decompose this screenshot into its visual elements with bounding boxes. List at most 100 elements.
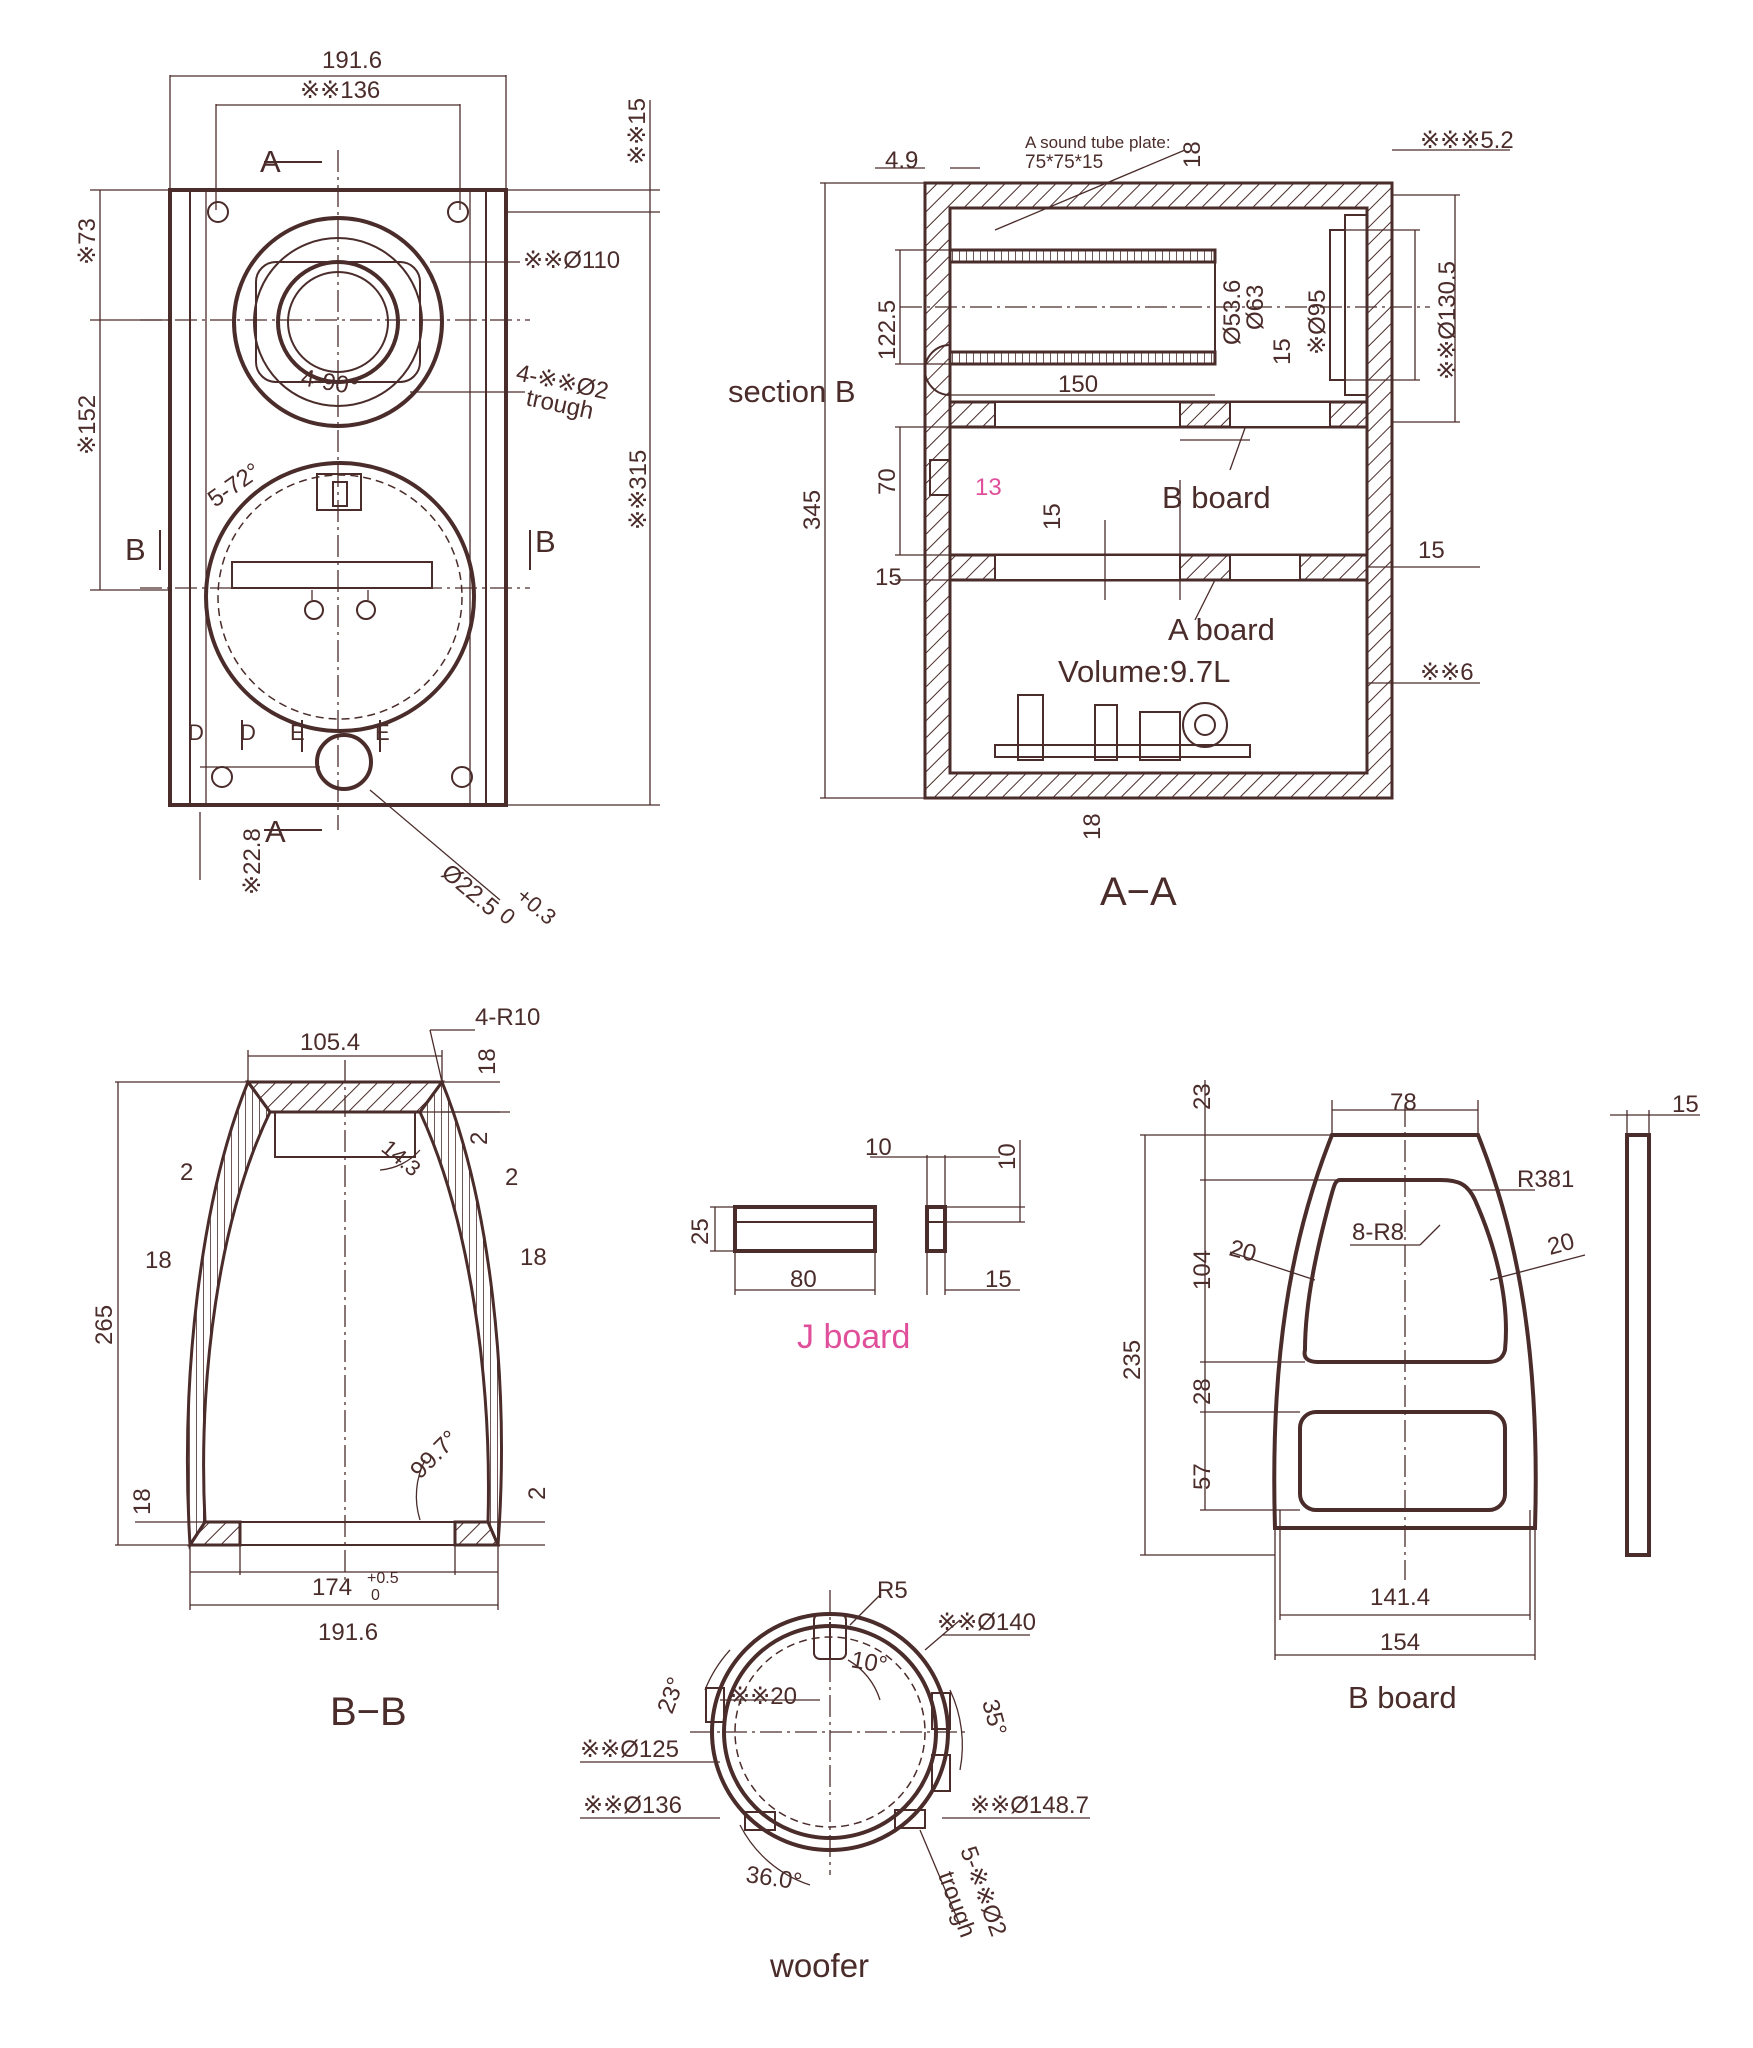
dim-25-j: 25 <box>687 1218 714 1245</box>
dim-15-j: 15 <box>985 1266 1012 1293</box>
dim-105-4: 105.4 <box>300 1029 360 1056</box>
dim-154-b: 154 <box>1380 1629 1420 1656</box>
dim-20-right: 20 <box>1545 1228 1578 1261</box>
dim-4-r10: 4-R10 <box>475 1004 540 1031</box>
dim-63: Ø63 <box>1242 285 1269 330</box>
tweeter-ring <box>232 216 444 428</box>
dim-23-deg: 23° <box>652 1674 690 1717</box>
b-board-edge <box>1625 1133 1651 1557</box>
dim-191-6: 191.6 <box>322 47 382 74</box>
dim-2-right: 2 <box>505 1164 518 1191</box>
dim-10-j-top: 10 <box>865 1134 892 1161</box>
dim-265: 265 <box>91 1305 118 1345</box>
dim-15-left: 15 <box>875 564 902 591</box>
dim-4-9: 4.9 <box>885 147 918 174</box>
dim-10-deg: 10° <box>849 1646 889 1679</box>
dim-70: 70 <box>874 468 901 495</box>
dim-20-w: ※※20 <box>730 1683 797 1710</box>
dim-136: ※※136 <box>300 77 380 104</box>
dim-174-tol-down: 0 <box>371 1587 380 1604</box>
dim-5-2: ※※※5.2 <box>1420 127 1514 154</box>
section-aa-title: A−A <box>1100 870 1177 914</box>
section-mark-a: A <box>260 144 281 179</box>
section-mark-e: E <box>375 720 390 745</box>
dim-148-7-w: ※※Ø148.7 <box>970 1792 1089 1819</box>
dim-80-j: 80 <box>790 1266 817 1293</box>
bb-right-side <box>418 1078 503 1546</box>
screw-hole <box>207 201 229 223</box>
dim-r381: R381 <box>1517 1166 1574 1193</box>
dim-140-w: ※※Ø140 <box>937 1609 1036 1636</box>
dim-15-right: 15 <box>1418 537 1445 564</box>
woofer-notch <box>744 1811 776 1831</box>
dim-15: ※※15 <box>624 98 651 165</box>
dim-18-top: 18 <box>1179 141 1206 168</box>
a-board-label: A board <box>1168 612 1275 647</box>
note-sound-tube-size: 75*75*15 <box>1025 152 1103 173</box>
dim-2-top: 2 <box>466 1132 493 1145</box>
section-bb-title: B−B <box>330 1690 407 1734</box>
dim-191-6-bb: 191.6 <box>318 1619 378 1646</box>
dim-15-b: 15 <box>1672 1091 1699 1118</box>
b-board-label: B board <box>1162 480 1271 515</box>
dim-port-tol-up: +0.3 <box>512 883 561 930</box>
dim-95: ※Ø95 <box>1304 290 1331 355</box>
sound-tube-top <box>948 248 1217 264</box>
dim-20-left: 20 <box>1226 1235 1259 1268</box>
dim-57-b: 57 <box>1189 1463 1216 1490</box>
section-mark-d: D <box>240 720 256 745</box>
woofer-notch <box>931 1754 951 1792</box>
dim-r5: R5 <box>877 1577 908 1604</box>
dim-150: 150 <box>1058 371 1098 398</box>
front-view <box>90 75 660 901</box>
j-board-front <box>733 1205 877 1253</box>
dim-235-b: 235 <box>1119 1340 1146 1380</box>
dim-174-tol-up: +0.5 <box>367 1570 399 1587</box>
dim-5-72: 5-72° <box>203 458 266 513</box>
cabinet-walls <box>923 181 1394 800</box>
dim-10-j-side: 10 <box>994 1143 1021 1170</box>
j-board-title: J board <box>797 1318 910 1356</box>
b-board-bottom-cutout <box>1298 1410 1507 1512</box>
dim-104-b: 104 <box>1189 1250 1216 1290</box>
dim-35-deg: 35° <box>976 1697 1011 1739</box>
section-mark-a: A <box>265 814 286 849</box>
section-mark-e: E <box>290 720 305 745</box>
woofer-notch <box>894 1809 926 1829</box>
dim-2-left: 2 <box>180 1159 193 1186</box>
port-hole <box>315 733 373 791</box>
dim-18-bb-top: 18 <box>474 1048 501 1075</box>
j-board-view <box>710 1140 1025 1295</box>
dim-15-tube: 15 <box>1269 338 1296 365</box>
woofer-notch <box>931 1692 951 1730</box>
section-bb <box>115 1029 545 1610</box>
screw-hole <box>451 766 473 788</box>
dim-36-deg: 36.0° <box>744 1861 804 1896</box>
screw-hole <box>211 766 233 788</box>
dim-130-5: ※※Ø130.5 <box>1434 261 1461 380</box>
dim-18-bb-bottom: 18 <box>129 1488 156 1515</box>
dim-141-4-b: 141.4 <box>1370 1584 1430 1611</box>
dim-122-5: 122.5 <box>874 300 901 360</box>
dim-tweeter-dia: ※※Ø110 <box>523 247 620 274</box>
dim-18-bottom: 18 <box>1079 813 1106 840</box>
b-board-view <box>1140 1080 1700 1660</box>
bb-left-side <box>186 1078 272 1550</box>
woofer-title: woofer <box>769 1947 869 1984</box>
dim-73: ※73 <box>74 218 101 265</box>
section-mark-d: D <box>188 720 204 745</box>
dim-136-w: ※※Ø136 <box>583 1792 682 1819</box>
dim-14-3: 14.3 <box>377 1135 426 1182</box>
note-sound-tube: A sound tube plate: <box>1025 133 1171 152</box>
section-aa <box>820 149 1510 800</box>
woofer-view <box>580 1590 1090 1926</box>
screw-hole <box>447 201 469 223</box>
dim-18-left: 18 <box>145 1247 172 1274</box>
section-mark-b: B <box>125 532 146 567</box>
dim-6: ※※6 <box>1420 659 1474 686</box>
dim-28-b: 28 <box>1189 1378 1216 1405</box>
section-b-label: section B <box>728 374 856 409</box>
dim-port-dia: Ø22.5 <box>436 859 503 922</box>
dim-53-6: Ø53.6 <box>1219 280 1246 345</box>
